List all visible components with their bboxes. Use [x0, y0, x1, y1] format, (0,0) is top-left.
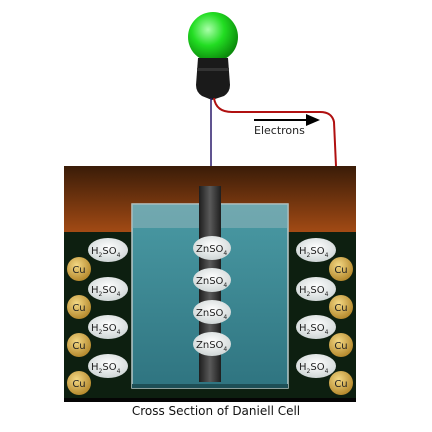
znso4-oval: ZnSO4: [193, 268, 231, 292]
cu-circle: Cu: [67, 257, 91, 281]
znso4-text: ZnSO: [196, 244, 224, 255]
left-h2so4-ions: H2SO4 H2SO4 H2SO4 H2SO4: [88, 238, 128, 378]
znso4-sub: 4: [223, 282, 227, 289]
cu-circle: Cu: [67, 371, 91, 395]
cu-circle: Cu: [329, 257, 353, 281]
svg-text:Cu: Cu: [72, 341, 85, 352]
h2so4-oval: H2SO4: [296, 277, 336, 301]
svg-text:H2SO4: H2SO4: [299, 362, 329, 375]
svg-text:ZnSO4: ZnSO4: [196, 244, 227, 257]
znso4-text: ZnSO: [196, 308, 224, 319]
cu-circle: Cu: [67, 333, 91, 357]
electron-arrow-head: [306, 114, 320, 126]
svg-text:H2SO4: H2SO4: [91, 246, 121, 259]
svg-text:Cu: Cu: [72, 379, 85, 390]
h2so4-oval: H2SO4: [296, 315, 336, 339]
cu-circle: Cu: [329, 295, 353, 319]
container-bottom-edge: [64, 398, 356, 402]
znso4-sub: 4: [223, 250, 227, 257]
znso4-oval: ZnSO4: [193, 236, 231, 260]
svg-text:H2SO4: H2SO4: [299, 323, 329, 336]
h2so4-oval: H2SO4: [88, 315, 128, 339]
znso4-oval: ZnSO4: [193, 300, 231, 324]
svg-text:ZnSO4: ZnSO4: [196, 308, 227, 321]
svg-text:H2SO4: H2SO4: [299, 285, 329, 298]
cu-circle: Cu: [329, 333, 353, 357]
znso4-sub: 4: [223, 346, 227, 353]
bulb-base: [196, 58, 230, 100]
diagram-caption: Cross Section of Daniell Cell: [131, 404, 301, 418]
wire-to-copper: [213, 97, 337, 167]
right-h2so4-ions: H2SO4 H2SO4 H2SO4 H2SO4: [296, 238, 336, 378]
h2so4-oval: H2SO4: [88, 354, 128, 378]
svg-text:Cu: Cu: [72, 265, 85, 276]
electrons-label: Electrons: [254, 124, 305, 137]
znso4-text: ZnSO: [196, 276, 224, 287]
znso4-sub: 4: [223, 314, 227, 321]
light-bulb: [188, 12, 238, 62]
cu-circle: Cu: [329, 371, 353, 395]
svg-text:H2SO4: H2SO4: [91, 323, 121, 336]
bulb-base-band: [197, 68, 229, 71]
cu-circle: Cu: [67, 295, 91, 319]
znso4-oval: ZnSO4: [193, 332, 231, 356]
right-copper-ions: Cu Cu Cu Cu: [329, 257, 353, 395]
h2so4-oval: H2SO4: [296, 354, 336, 378]
h2so4-oval: H2SO4: [88, 277, 128, 301]
h2so4-oval: H2SO4: [296, 238, 336, 262]
svg-text:Cu: Cu: [334, 341, 347, 352]
svg-text:ZnSO4: ZnSO4: [196, 340, 227, 353]
svg-text:Cu: Cu: [334, 379, 347, 390]
svg-text:ZnSO4: ZnSO4: [196, 276, 227, 289]
znso4-text: ZnSO: [196, 340, 224, 351]
svg-text:Cu: Cu: [334, 265, 347, 276]
znso4-ions: ZnSO4 ZnSO4 ZnSO4 ZnSO4: [193, 236, 231, 356]
svg-text:Cu: Cu: [334, 303, 347, 314]
porous-pot-base: [132, 384, 288, 388]
svg-text:H2SO4: H2SO4: [299, 246, 329, 259]
svg-text:H2SO4: H2SO4: [91, 362, 121, 375]
left-copper-ions: Cu Cu Cu Cu: [67, 257, 91, 395]
svg-text:Cu: Cu: [72, 303, 85, 314]
svg-text:H2SO4: H2SO4: [91, 285, 121, 298]
h2so4-oval: H2SO4: [88, 238, 128, 262]
